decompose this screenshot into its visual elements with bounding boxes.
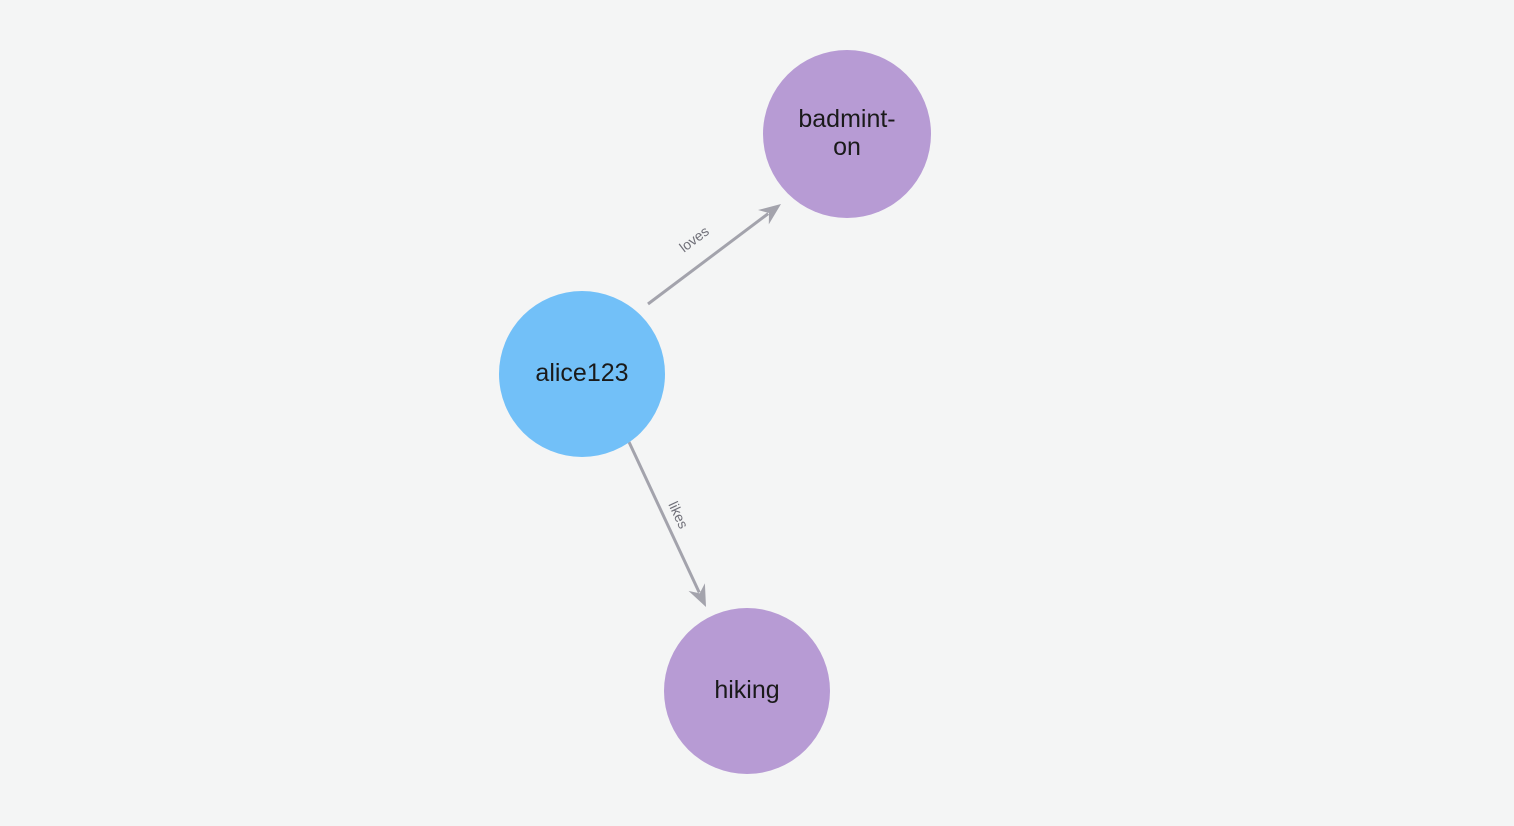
node-circle[interactable] — [664, 608, 830, 774]
graph-node-badminton[interactable]: badmint-on — [763, 50, 931, 218]
graph-edge[interactable]: likes — [627, 441, 706, 607]
edge-arrowhead-icon — [688, 583, 706, 607]
edge-line — [627, 441, 701, 594]
graph-edge[interactable]: loves — [647, 204, 781, 306]
edge-label: loves — [676, 223, 712, 255]
node-circle[interactable] — [763, 50, 931, 218]
edge-line — [647, 212, 770, 306]
node-circle[interactable] — [499, 291, 665, 457]
edge-arrowhead-icon — [758, 204, 781, 225]
graph-node-hiking[interactable]: hiking — [664, 608, 830, 774]
graph-node-alice123[interactable]: alice123 — [499, 291, 665, 457]
